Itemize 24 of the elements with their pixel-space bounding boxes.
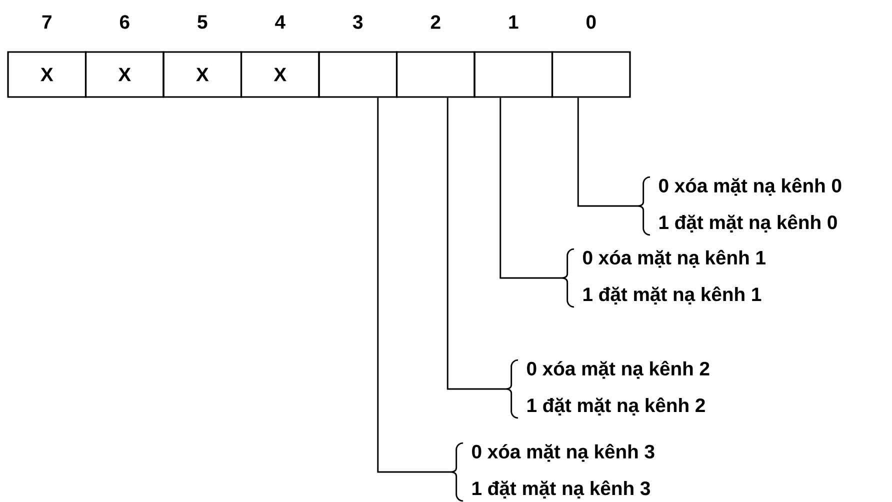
leader-line xyxy=(577,98,638,207)
bit-number: 4 xyxy=(275,15,286,29)
bit-cell: X xyxy=(7,51,87,98)
bit-number: 1 xyxy=(509,15,518,29)
brace-group: 0 xóa mặt nạ kênh 3 1 đặt mặt nạ kênh 3 xyxy=(450,442,654,502)
bit-number: 6 xyxy=(120,15,130,29)
leader-line xyxy=(377,98,451,473)
leader-line xyxy=(446,98,506,390)
bit-cell: X xyxy=(84,51,164,98)
leader-line xyxy=(500,98,562,279)
bit-cell: X xyxy=(240,51,320,98)
brace-group: 0 xóa mặt nạ kênh 0 1 đặt mặt nạ kênh 0 xyxy=(637,176,842,236)
bit-number: 2 xyxy=(430,15,440,29)
bit-cell xyxy=(318,51,398,98)
bit-cell xyxy=(396,51,476,98)
bit-number: 0 xyxy=(586,15,596,29)
bit-cell xyxy=(551,51,631,98)
brace-group: 0 xóa mặt nạ kênh 2 1 đặt mặt nạ kênh 2 xyxy=(505,359,710,419)
bit-cell: X xyxy=(162,51,242,98)
bit-number: 3 xyxy=(352,15,363,29)
bit-cell xyxy=(474,51,554,98)
brace-group: 0 xóa mặt nạ kênh 1 1 đặt mặt nạ kênh 1 xyxy=(561,248,766,308)
bit-number: 5 xyxy=(198,15,208,29)
bit-number: 7 xyxy=(42,15,52,29)
